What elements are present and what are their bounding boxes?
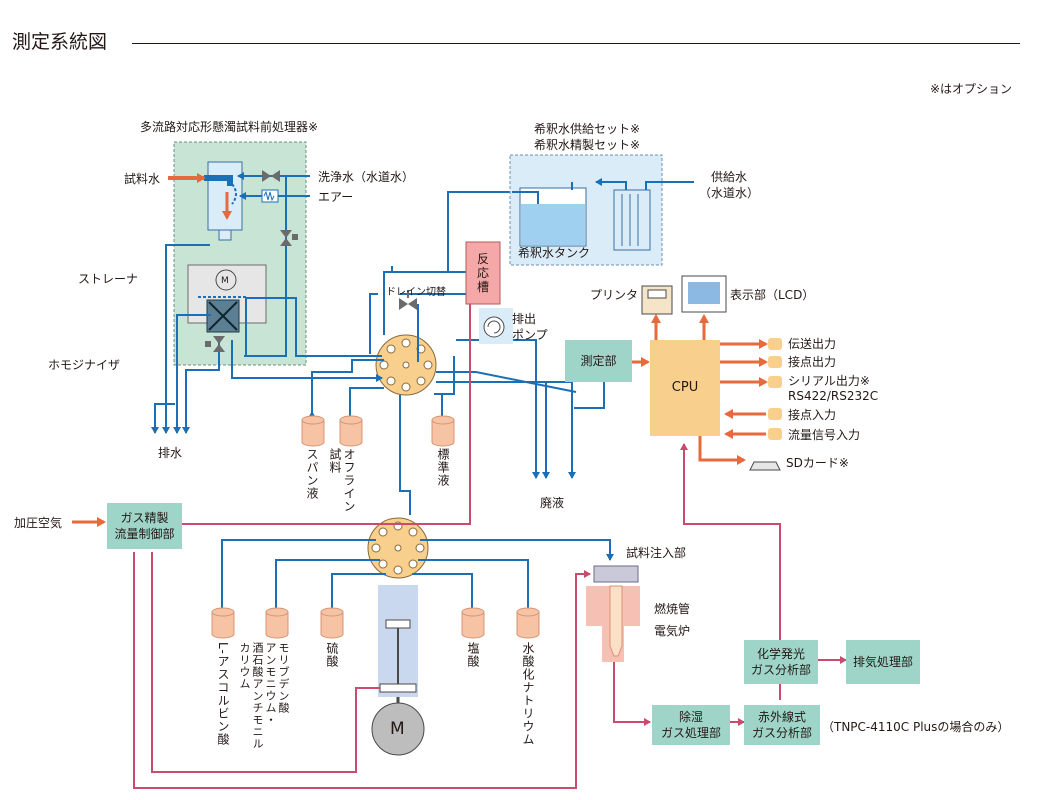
drain-label: 排水 [158,446,183,460]
title-rule [132,43,1020,44]
combustion-tube-icon [609,585,623,657]
strainer-label: ストレーナ [78,272,139,286]
waste-liquid-label: 廃液 [540,496,565,510]
supply-water-label: 供給水 （水道水） [698,170,759,200]
span-solution-label: スパン液 [305,448,319,500]
dilution-title-supply: 希釈水供給セット※ [534,122,641,136]
reaction-tank [465,241,501,305]
output-serial: シリアル出力※ RS422/RS232C [788,374,879,403]
wash-valve-icon [262,170,280,182]
infrared-analyzer: 赤外線式 ガス分析部 [744,705,820,745]
injection-label: 試料注入部 [626,546,687,560]
standard-solution-label: 標準液 [436,448,450,487]
output-contact: 接点出力 [788,355,837,369]
printer-label: プリンタ [590,288,639,302]
injection-port [593,565,639,583]
sample-vessel [207,161,243,231]
dehumidifier-unit: 除湿 ガス処理部 [652,705,730,745]
page-title: 測定系統図 [12,31,108,53]
sodium-hydroxide-label: 水酸化ナトリウム [521,642,535,746]
sulfuric-acid-label: 硫酸 [325,642,339,668]
exhaust-treatment-unit: 排気処理部 [846,640,920,684]
air-label: エアー [318,190,354,204]
drain-pump-icon [483,316,505,338]
drain-switch-valve-icon [399,298,417,310]
homogenizer-motor-icon [215,269,237,291]
wash-water-label: 洗浄水（水道水） [318,170,415,184]
pretreatment-title: 多流路対応形懸濁試料前処理器※ [140,120,319,134]
output-transmission: 伝送出力 [788,337,837,351]
pretreat-valve-icon [280,230,292,246]
display-label: 表示部（LCD） [730,288,815,302]
electric-furnace-label: 電気炉 [654,624,691,638]
combustion-tube-label: 燃焼管 [654,602,691,616]
printer-icon [641,285,673,315]
sample-water-label: 試料水 [124,172,161,186]
drain-switch-label: ドレイン切替 [386,287,446,298]
pump-motor-label: M [390,719,405,739]
measure-unit: 測定部 [565,340,632,382]
offline-sample-label: オフライン 試料 [328,448,356,513]
purifier-icon [613,189,651,251]
gas-control-unit: ガス精製 流量制御部 [107,503,182,549]
cpu-unit: CPU [650,340,720,436]
homogenizer-valve-icon [213,336,225,352]
homogenizer-label: ホモジナイザ [48,358,121,372]
ascorbic-acid-label: L-アスコルビン酸 [216,642,230,746]
option-note: ※はオプション [930,82,1013,96]
infrared-note: （TNPC-4110C Plusの場合のみ） [822,720,1010,734]
sd-card-label: SDカード※ [786,456,849,470]
chemiluminescence-analyzer: 化学発光 ガス分析部 [744,640,818,684]
drain-pump-label: 排出 ポンプ [512,312,548,342]
dilution-tank-label: 希釈水タンク [518,246,591,260]
dilution-title-purify: 希釈水精製セット※ [534,138,641,152]
pressurized-air-label: 加圧空気 [14,516,63,530]
input-flow-signal: 流量信号入力 [788,428,861,442]
homogenizer-motor-label: M [221,276,229,286]
sd-card-icon [749,461,781,471]
hydrochloric-acid-label: 塩酸 [466,642,480,668]
input-contact: 接点入力 [788,408,837,422]
reaction-tank-label: 反 応 槽 [476,252,489,294]
molybdate-label: モリブデン酸 アンモニウム・ 酒石酸アンチモニル カリウム [238,642,290,750]
